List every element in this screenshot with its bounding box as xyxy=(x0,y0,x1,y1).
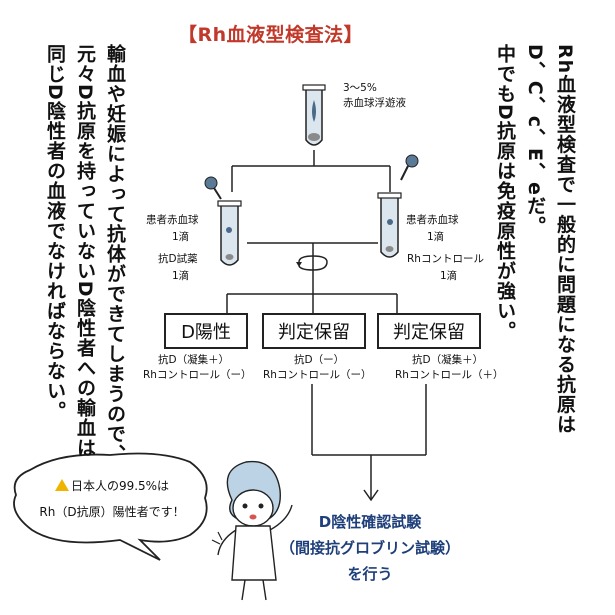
rotate-icon xyxy=(296,255,328,271)
right-column-2: D、C、c、E、eだ。 xyxy=(524,44,546,236)
result-box-pending-1: 判定保留 xyxy=(262,313,366,349)
left-column-3: 同じD陰性者の血液でなければならない。 xyxy=(44,44,66,421)
bubble-line-1: 日本人の99.5%は xyxy=(22,476,202,496)
left-tube-label-1: 患者赤血球 xyxy=(146,214,199,226)
left-test-tube xyxy=(217,200,242,266)
left-tube-label-3: 抗D試薬 xyxy=(158,253,198,265)
left-dropper-icon xyxy=(204,176,222,200)
right-tube-label-4: 1滴 xyxy=(440,270,458,282)
conclusion-line-1: D陰性確認試験 xyxy=(318,513,422,531)
bubble-line-2: Rh（D抗原）陽性者です！ xyxy=(39,505,185,519)
result-1-caption-2: Rhコントロール（ー） xyxy=(143,369,252,381)
right-column-3: 中でもD抗原は免疫原性が強い。 xyxy=(494,44,516,341)
tube-top-label-1: 3～5% xyxy=(343,82,377,94)
result-box-pending-2: 判定保留 xyxy=(377,313,481,349)
page-title: 【Rh血液型検査法】 xyxy=(178,24,364,46)
left-tube-label-4: 1滴 xyxy=(172,270,190,282)
right-tube-label-2: 1滴 xyxy=(427,231,445,243)
result-3-caption-2: Rhコントロール（＋） xyxy=(395,369,504,381)
conclusion-line-2: （間接抗グロブリン試験） xyxy=(279,539,460,557)
left-column-2: 元々D抗原を持っていないD陰性者への輸血は xyxy=(74,44,96,458)
tube-top-label-2: 赤血球浮遊液 xyxy=(343,97,406,109)
result-box-d-positive: D陽性 xyxy=(164,313,248,349)
result-1-caption-1: 抗D（凝集＋） xyxy=(158,354,230,366)
conclusion-line-3: を行う xyxy=(347,565,393,583)
top-test-tube xyxy=(302,84,326,146)
result-3-caption-1: 抗D（凝集＋） xyxy=(412,354,484,366)
right-tube-label-3: Rhコントロール xyxy=(407,253,484,265)
nurse-character-illustration xyxy=(211,460,293,601)
warning-icon xyxy=(54,479,69,491)
left-tube-label-2: 1滴 xyxy=(172,231,190,243)
right-tube-label-1: 患者赤血球 xyxy=(406,214,459,226)
result-2-caption-1: 抗D（ー） xyxy=(294,354,345,366)
result-2-caption-2: Rhコントロール（ー） xyxy=(263,369,372,381)
right-dropper-icon xyxy=(400,154,419,181)
right-test-tube xyxy=(377,192,402,258)
right-column-1: Rh血液型検査で一般的に問題になる抗原は xyxy=(554,44,576,435)
left-column-1: 輸血や妊娠によって抗体ができてしまうので、 xyxy=(104,44,126,464)
